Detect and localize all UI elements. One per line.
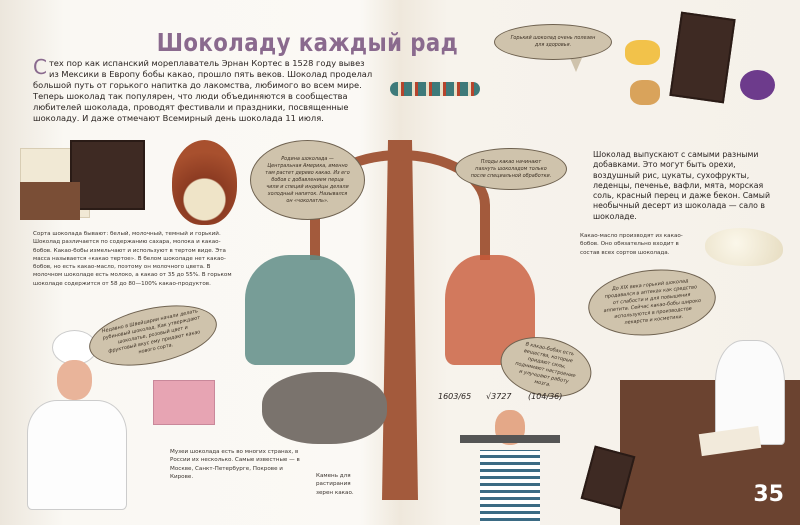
snake-illustration [390, 82, 480, 96]
grinding-stone-illustration [262, 372, 387, 444]
cacao-pod-illustration [172, 140, 237, 225]
bubble-dark-healthy: Горький шоколад очень полезен для здоров… [494, 24, 612, 60]
intro-text: тех пор как испанский мореплаватель Эрна… [33, 58, 373, 123]
additives-text: Шоколад выпускают с самыми разными добав… [593, 150, 771, 221]
math-note-3: (104/36) [528, 392, 563, 401]
chocolate-character-illustration [620, 10, 785, 130]
chocolate-bars-illustration [20, 140, 150, 225]
page-number: 35 [753, 482, 784, 507]
math-note-1: 1603/65 [438, 392, 472, 401]
cocoa-butter-illustration [705, 228, 783, 266]
page-title: Шоколаду каждый рад [156, 28, 459, 57]
varieties-text: Сорта шоколада бывают: белый, молочный, … [33, 231, 232, 287]
bubble-fruits: Плоды какао начинают пахнуть шоколадом т… [455, 148, 567, 190]
drop-cap: С [33, 55, 47, 79]
museums-text: Музеи шоколада есть во многих странах, в… [170, 449, 300, 480]
cocoa-butter-text: Какао-масло производят из какао-бобов. О… [580, 233, 683, 256]
bubble-homeland: Родина шоколада — Центральная Америка, и… [250, 140, 365, 220]
math-note-2: √3727 [486, 392, 512, 401]
aztec-figure-left [245, 255, 355, 365]
stone-caption: Камень для растирания зерен какао. [316, 473, 354, 496]
strongman-illustration [460, 405, 560, 525]
pink-brick-illustration [153, 380, 215, 425]
intro-paragraph: С тех пор как испанский мореплаватель Эр… [33, 55, 373, 124]
